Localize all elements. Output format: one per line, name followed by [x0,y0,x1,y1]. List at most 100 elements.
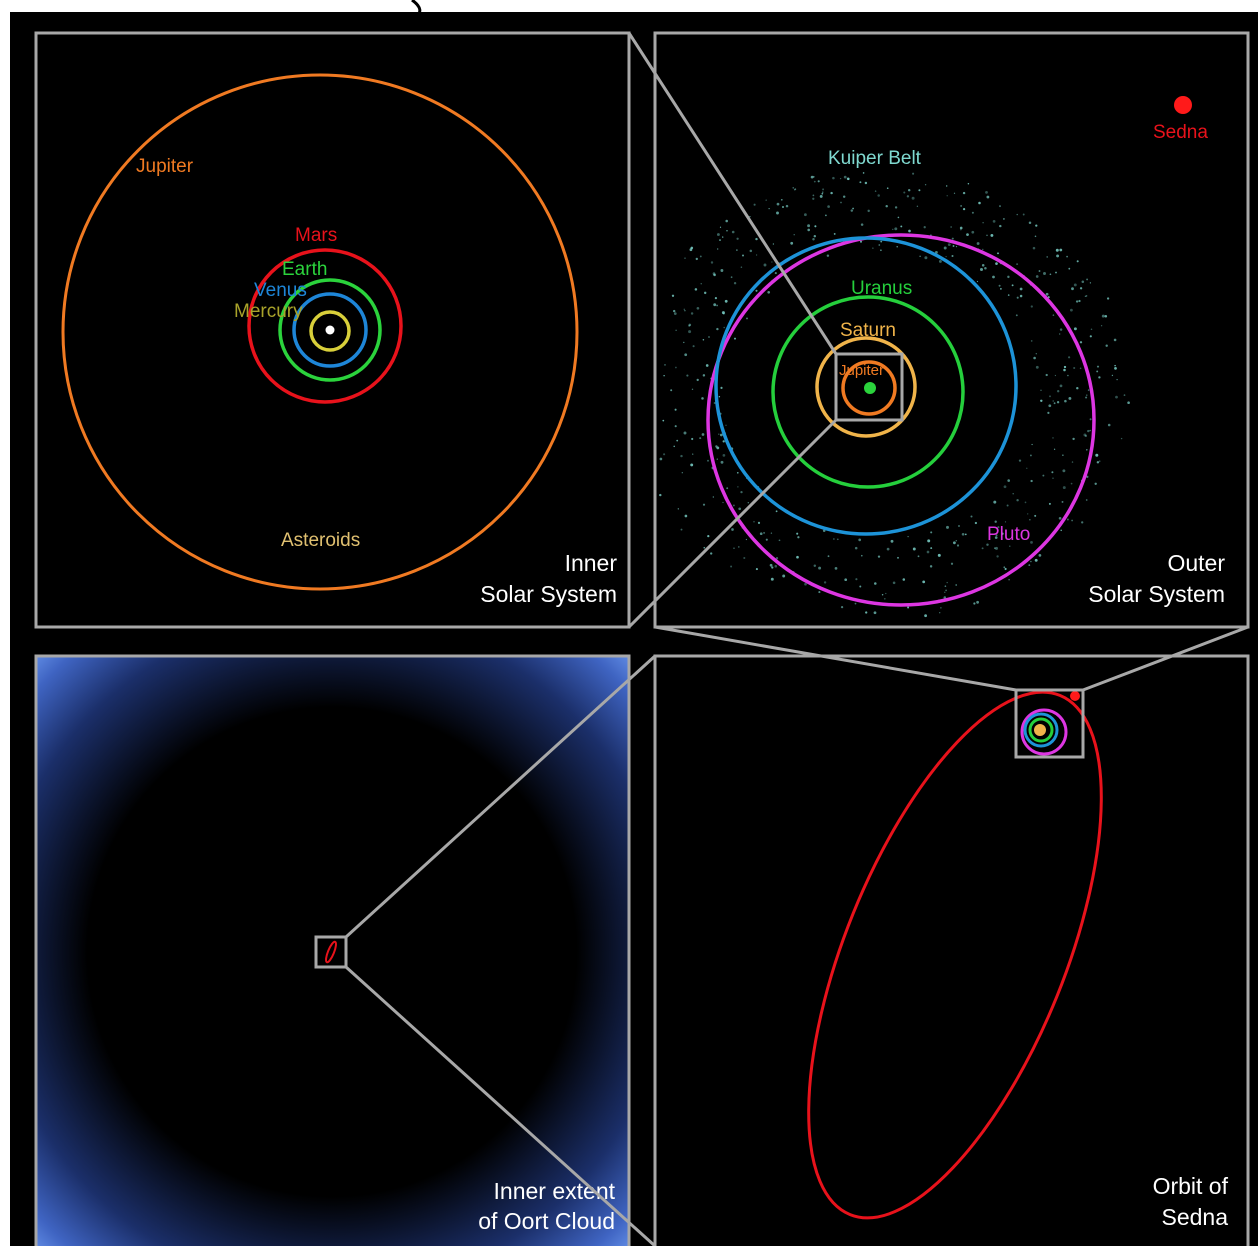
kuiper-belt-object [880,249,882,252]
kuiper-belt-object [714,297,718,300]
kuiper-belt-object [1035,275,1039,278]
kuiper-belt-object [722,440,725,443]
kuiper-belt-object [825,214,827,217]
sedna-position-dot [1070,691,1080,701]
connector-line [627,418,838,629]
kuiper-belt-object [982,248,984,251]
kuiper-belt-object [908,229,911,233]
kuiper-belt-object [1035,224,1038,227]
kuiper-belt-object [840,605,844,609]
kuiper-belt-object [659,457,663,461]
panel-title-line1: Outer [1167,550,1225,576]
kuiper-belt-object [971,211,974,214]
kuiper-belt-object [1106,297,1110,300]
kuiper-belt-object [736,471,739,474]
kuiper-belt-object [757,521,761,525]
kuiper-belt-object [958,525,960,527]
kuiper-belt-object [885,204,888,208]
kuiper-belt-object [973,602,976,605]
kuiper-belt-object [680,528,683,531]
orbit-pluto [706,233,1096,607]
kuiper-belt-object [699,255,702,258]
kuiper-belt-object [1053,402,1056,405]
kuiper-belt-object [1030,305,1033,308]
kuiper-belt-object [1001,532,1004,536]
kuiper-belt-object [951,254,954,258]
kuiper-belt-object [956,544,960,547]
kuiper-belt-object [902,578,906,581]
kuiper-belt-object [827,555,830,558]
kuiper-belt-object [703,291,707,295]
kuiper-belt-object [1052,400,1054,402]
kuiper-belt-object [930,531,933,534]
kuiper-belt-object [797,536,800,539]
kuiper-belt-object [907,188,911,192]
kuiper-belt-object [663,374,665,377]
kuiper-belt-object [946,525,949,529]
panel-title-line2: of Oort Cloud [478,1208,615,1234]
kuiper-belt-object [662,419,665,422]
kuiper-belt-object [1030,560,1032,563]
kuiper-belt-object [1054,374,1057,377]
kuiper-belt-object [1105,344,1108,347]
panel-title-line1: Inner extent [494,1178,616,1204]
label-asteroids: Asteroids [281,530,360,551]
label-kuiper-belt: Kuiper Belt [828,148,922,169]
kuiper-belt-object [858,538,862,542]
kuiper-belt-object [681,472,683,474]
kuiper-belt-object [916,205,919,207]
kuiper-belt-object [994,536,998,539]
kuiper-belt-object [1016,213,1018,216]
kuiper-belt-object [769,563,773,567]
kuiper-belt-object [1127,401,1130,405]
kuiper-belt-object [1049,395,1051,398]
kuiper-belt-object [688,323,692,327]
kuiper-belt-object [804,582,807,586]
panel-title-line1: Inner [565,550,618,576]
kuiper-belt-object [840,201,842,204]
kuiper-belt-object [770,577,774,581]
kuiper-belt-object [785,204,789,208]
kuiper-belt-object [814,225,817,228]
kuiper-belt-object [1019,287,1023,291]
kuiper-belt-object [1079,341,1083,344]
kuiper-belt-object [951,237,954,240]
kuiper-belt-object [1032,246,1036,250]
kuiper-belt-object [1068,356,1071,359]
kuiper-belt-object [1098,376,1101,379]
kuiper-belt-object [1096,370,1099,373]
kuiper-belt-object [1114,364,1116,367]
kuiper-belt-object [1003,566,1006,569]
kuiper-belt-object [817,180,820,183]
kuiper-belt-object [725,424,727,427]
kuiper-belt-object [1016,263,1019,266]
kuiper-belt-object [966,233,969,236]
kuiper-belt-object [1015,314,1018,317]
kuiper-belt-object [677,508,679,510]
kuiper-belt-object [950,226,952,228]
kuiper-belt-object [722,236,724,238]
label-jupiter: Jupiter [136,156,194,177]
kuiper-belt-object [880,240,883,243]
kuiper-belt-object [749,249,753,253]
kuiper-belt-object [862,172,865,174]
connector-line [344,654,657,939]
kuiper-belt-object [720,386,723,389]
kuiper-belt-object [719,226,722,228]
kuiper-belt-object [810,175,814,179]
kuiper-belt-object [992,220,996,223]
kuiper-belt-object [1058,516,1062,520]
kuiper-belt-object [961,532,965,536]
kuiper-belt-object [782,574,786,578]
kuiper-belt-object [1089,282,1092,284]
orbit-earth [278,278,382,382]
kuiper-belt-object [741,254,745,257]
kuiper-belt-object [708,336,710,338]
kuiper-belt-object [854,602,857,605]
kuiper-belt-object [995,546,998,550]
kuiper-belt-object [736,249,738,251]
kuiper-belt-object [886,547,890,551]
kuiper-belt-object [775,510,778,513]
kuiper-belt-object [1016,296,1019,299]
kuiper-belt-object [1094,482,1097,485]
